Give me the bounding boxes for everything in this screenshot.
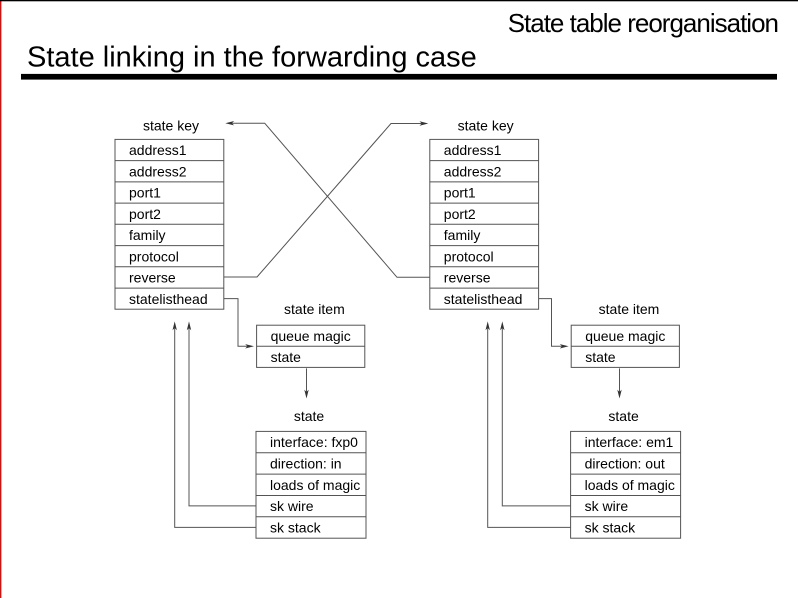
svg-text:address2: address2 bbox=[444, 163, 502, 179]
svg-text:State linking in the forwardin: State linking in the forwarding case bbox=[27, 42, 477, 74]
svg-text:reverse: reverse bbox=[129, 270, 176, 286]
svg-text:port1: port1 bbox=[444, 185, 476, 201]
svg-text:address1: address1 bbox=[444, 142, 502, 158]
svg-text:state key: state key bbox=[143, 118, 199, 134]
svg-text:state item: state item bbox=[284, 301, 345, 317]
svg-text:direction: in: direction: in bbox=[270, 456, 342, 472]
svg-text:reverse: reverse bbox=[444, 270, 491, 286]
svg-text:State table reorganisation: State table reorganisation bbox=[508, 8, 778, 38]
svg-text:interface: em1: interface: em1 bbox=[585, 434, 674, 450]
svg-text:protocol: protocol bbox=[444, 248, 494, 264]
svg-text:port2: port2 bbox=[444, 206, 476, 222]
svg-text:family: family bbox=[444, 227, 481, 243]
svg-text:port2: port2 bbox=[129, 206, 161, 222]
svg-text:state: state bbox=[585, 349, 616, 365]
svg-text:statelisthead: statelisthead bbox=[129, 291, 208, 307]
svg-text:state item: state item bbox=[599, 301, 660, 317]
svg-text:statelisthead: statelisthead bbox=[444, 291, 523, 307]
svg-text:state: state bbox=[271, 349, 302, 365]
svg-text:state: state bbox=[294, 408, 325, 424]
svg-text:state key: state key bbox=[458, 118, 514, 134]
svg-text:address1: address1 bbox=[129, 142, 187, 158]
svg-text:sk stack: sk stack bbox=[270, 520, 322, 536]
svg-text:sk wire: sk wire bbox=[585, 498, 629, 514]
svg-text:queue magic: queue magic bbox=[585, 328, 665, 344]
svg-text:loads of magic: loads of magic bbox=[270, 477, 360, 493]
svg-text:address2: address2 bbox=[129, 163, 187, 179]
svg-text:state: state bbox=[608, 408, 639, 424]
svg-text:loads of magic: loads of magic bbox=[585, 477, 675, 493]
svg-text:family: family bbox=[129, 227, 166, 243]
svg-text:port1: port1 bbox=[129, 185, 161, 201]
svg-text:protocol: protocol bbox=[129, 248, 179, 264]
svg-text:sk stack: sk stack bbox=[585, 520, 637, 536]
svg-text:sk wire: sk wire bbox=[270, 498, 314, 514]
svg-text:direction: out: direction: out bbox=[585, 456, 665, 472]
svg-text:queue magic: queue magic bbox=[271, 328, 351, 344]
svg-text:interface: fxp0: interface: fxp0 bbox=[270, 434, 358, 450]
